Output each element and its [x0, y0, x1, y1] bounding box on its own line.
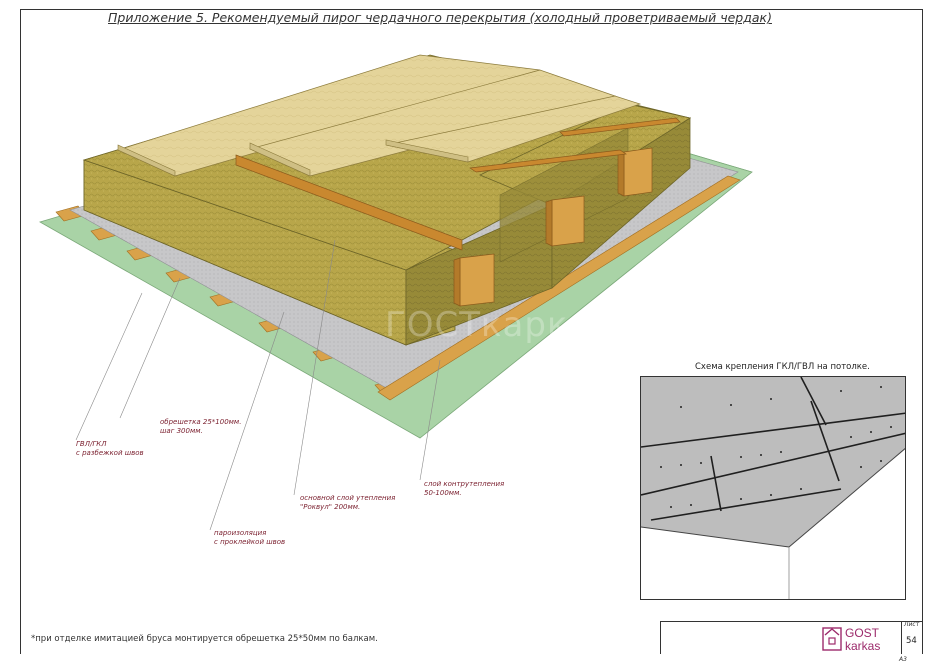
joists	[235, 117, 681, 307]
paper-format: А3	[899, 656, 907, 663]
label-counter-insulation: слой контрутепления 50-100мм.	[424, 480, 505, 497]
front-beam	[377, 175, 741, 401]
svg-text:GOST: GOST	[845, 626, 880, 640]
footnote: *при отделке имитацией бруса монтируется…	[31, 634, 378, 644]
sheet-label: Лист	[904, 621, 920, 628]
watermark-text: ГОСТкаркас	[385, 305, 611, 345]
counter-insulation-boards	[117, 54, 642, 177]
screw-points	[660, 386, 892, 508]
ceiling-fastening-drawing	[641, 377, 905, 599]
gostkarkas-logo: GOST karkas	[822, 626, 880, 653]
inset-caption: Схема крепления ГКЛ/ГВЛ на потолке.	[695, 362, 870, 372]
leader-lines	[75, 239, 441, 531]
ceiling-fastening-inset	[640, 376, 906, 600]
svg-text:karkas: karkas	[845, 639, 880, 653]
label-vapor-barrier: пароизоляция с проклейкой швов	[214, 529, 286, 546]
label-main-insulation: основной слой утепления "Роквул" 200мм.	[300, 494, 396, 511]
gvl-sheet-joints	[641, 377, 905, 521]
drawing-title: Приложение 5. Рекомендуемый пирог чердач…	[108, 10, 772, 25]
title-block	[660, 621, 923, 654]
drawing-frame	[20, 9, 923, 654]
label-obreshetka: обрешетка 25*100мм. шаг 300мм.	[160, 418, 242, 435]
label-gvl: ГВЛ/ГКЛ с разбежкой швов	[76, 440, 144, 457]
sheet-number: 54	[906, 636, 917, 646]
sheet-cell	[901, 621, 923, 654]
